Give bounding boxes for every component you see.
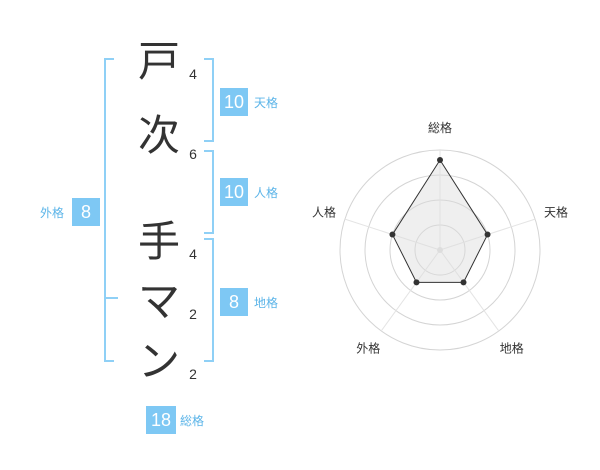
name-char-4: マ: [137, 277, 180, 326]
tenkaku-value-badge: 10: [220, 88, 248, 116]
radar-point-1: [437, 157, 443, 163]
radar-shape: [391, 159, 489, 283]
chikaku-bracket: [204, 238, 214, 362]
tenkaku-label: 天格: [254, 96, 279, 110]
gaikaku-bracket-divider: [106, 297, 118, 299]
tenkaku-bracket: [204, 58, 214, 142]
name-char-5: ン: [137, 337, 180, 386]
stroke-count-1: 4: [189, 66, 197, 82]
radar-spoke-3: [439, 249, 500, 332]
radar-axis-label-3: 地格: [500, 341, 524, 356]
radar-center-dot: [437, 247, 443, 253]
gaikaku-value-badge: 8: [72, 198, 100, 226]
radar-point-4: [413, 279, 420, 286]
name-char-3: 手: [137, 217, 180, 266]
radar-axis-label-4: 外格: [356, 341, 380, 356]
stroke-count-3: 4: [189, 246, 197, 262]
radar-axis-label-2: 天格: [544, 204, 568, 219]
stroke-count-5: 2: [189, 366, 197, 382]
radar-point-5: [389, 231, 396, 238]
jinkaku-bracket: [204, 150, 214, 234]
stroke-count-4: 2: [189, 306, 197, 322]
chikaku-value-badge: 8: [220, 288, 248, 316]
gaikaku-bracket: [104, 58, 114, 362]
soukaku-label: 総格: [180, 414, 205, 428]
gaikaku-label: 外格: [40, 206, 65, 220]
stroke-count-2: 6: [189, 146, 197, 162]
radar-point-2: [484, 231, 491, 238]
radar-point-3: [460, 279, 467, 286]
soukaku-value-badge: 18: [146, 406, 176, 434]
jinkaku-value-badge: 10: [220, 178, 248, 206]
radar-axis-label-1: 総格: [428, 120, 452, 135]
radar-axis-label-5: 人格: [312, 204, 336, 219]
name-char-1: 戸: [137, 37, 180, 86]
radar-spoke-4: [380, 249, 441, 332]
jinkaku-label: 人格: [254, 186, 279, 200]
name-char-2: 次: [137, 111, 180, 160]
chikaku-label: 地格: [254, 296, 279, 310]
